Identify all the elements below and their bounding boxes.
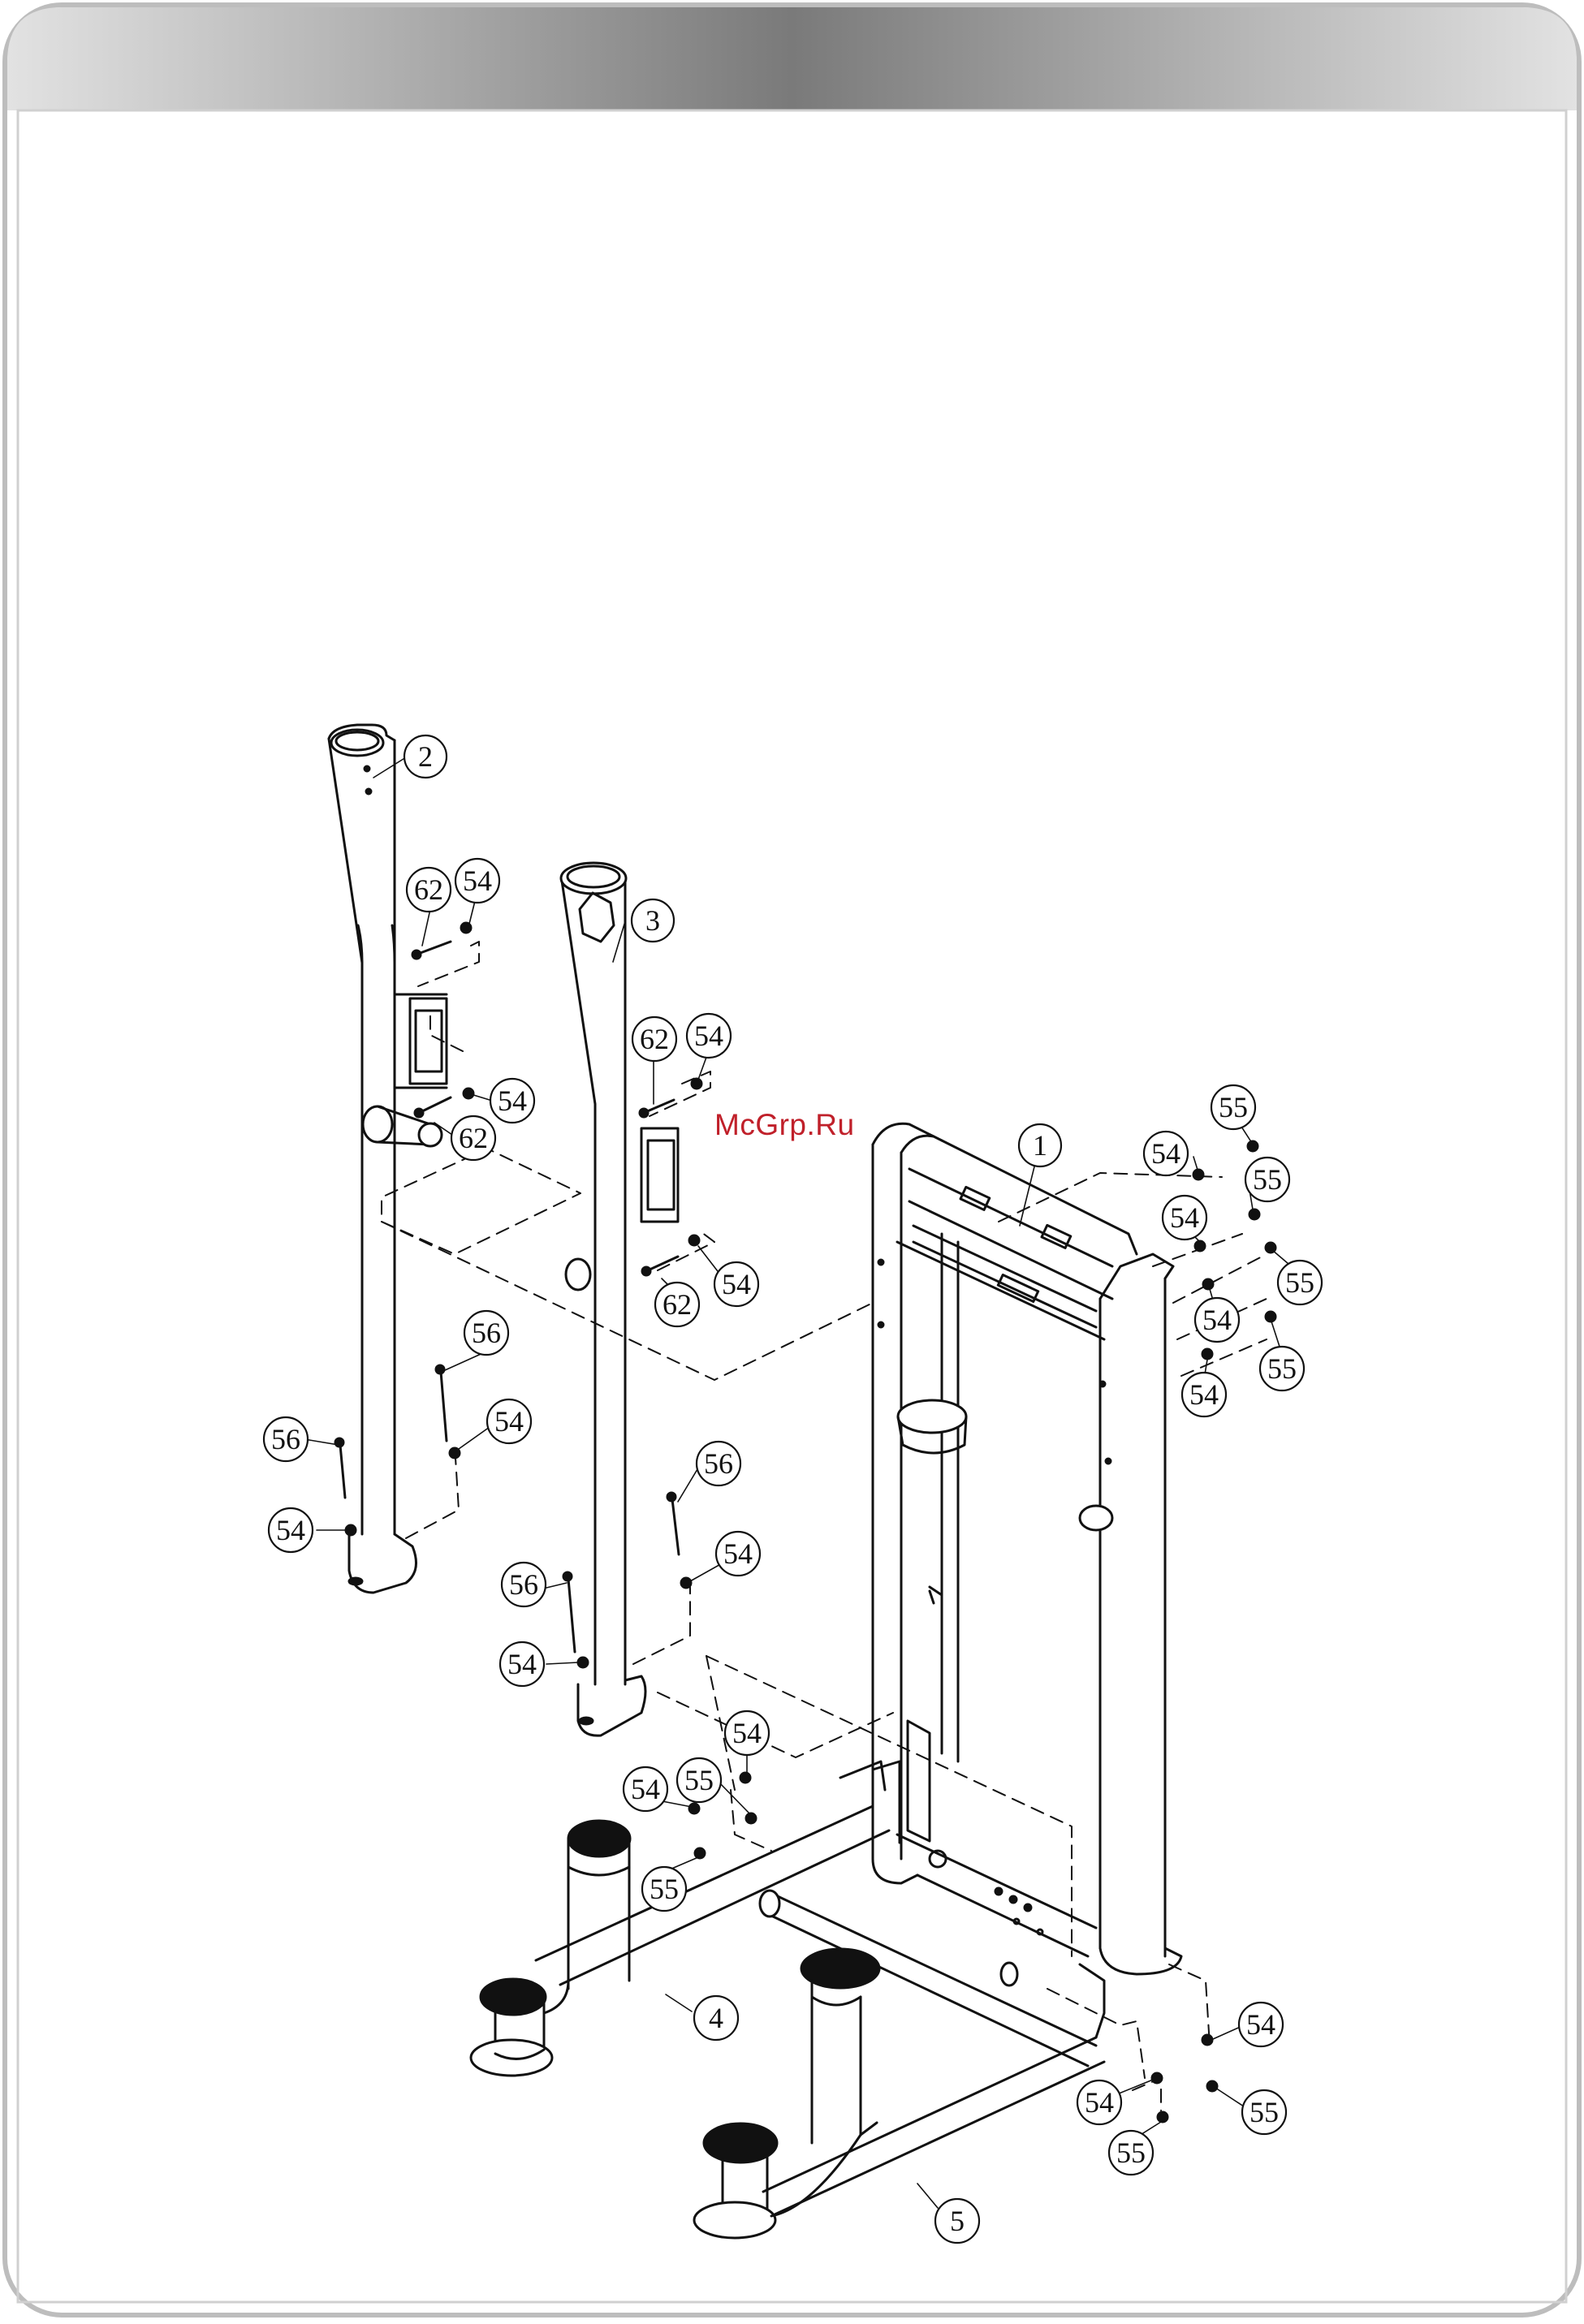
callout-part-4: 4 [709,2002,723,2034]
callout-bolt-62: 62 [414,873,443,906]
callout-washer-54: 54 [722,1268,751,1300]
callout-nut-55: 55 [1267,1352,1297,1385]
callout-washer-54: 54 [1189,1378,1219,1411]
callout-part-5: 5 [950,2205,965,2237]
callout-bolt-62: 62 [663,1288,692,1321]
callout-bolt-56: 56 [509,1568,538,1601]
callout-washer-54: 54 [1202,1304,1232,1336]
callout-washer-54: 54 [1170,1201,1199,1234]
callout-nut-55: 55 [650,1873,679,1905]
callout-washer-54: 54 [498,1084,527,1117]
callout-washer-54: 54 [732,1717,762,1749]
callout-nut-55: 55 [1116,2136,1146,2169]
watermark-text: McGrp.Ru [714,1108,855,1142]
callout-bolt-62: 62 [640,1023,669,1055]
callout-bolt-56: 56 [472,1317,501,1349]
callout-part-2: 2 [418,740,433,773]
callout-nut-55: 55 [1250,2096,1279,2128]
callout-washer-54: 54 [494,1405,524,1438]
callout-washer-54: 54 [1246,2008,1275,2041]
callout-bolt-56: 56 [271,1423,300,1455]
callout-part-1: 1 [1033,1129,1047,1162]
callout-nut-55: 55 [1285,1266,1314,1299]
callout-washer-54: 54 [507,1648,537,1680]
callout-washer-54: 54 [1151,1137,1180,1170]
callout-bolt-56: 56 [704,1447,733,1480]
callout-washer-54: 54 [1085,2086,1114,2119]
callout-part-3: 3 [645,904,660,937]
callout-nut-55: 55 [1219,1091,1248,1123]
callout-nut-55: 55 [1253,1163,1282,1196]
callout-nut-55: 55 [684,1764,714,1796]
header-band [7,7,1577,110]
callout-washer-54: 54 [694,1020,723,1052]
page-frame [5,5,1579,2315]
callout-washer-54: 54 [723,1537,753,1570]
callout-washer-54: 54 [631,1773,660,1805]
callout-bolt-62: 62 [459,1122,488,1154]
callout-washer-54: 54 [276,1514,305,1546]
callout-washer-54: 54 [463,864,492,897]
